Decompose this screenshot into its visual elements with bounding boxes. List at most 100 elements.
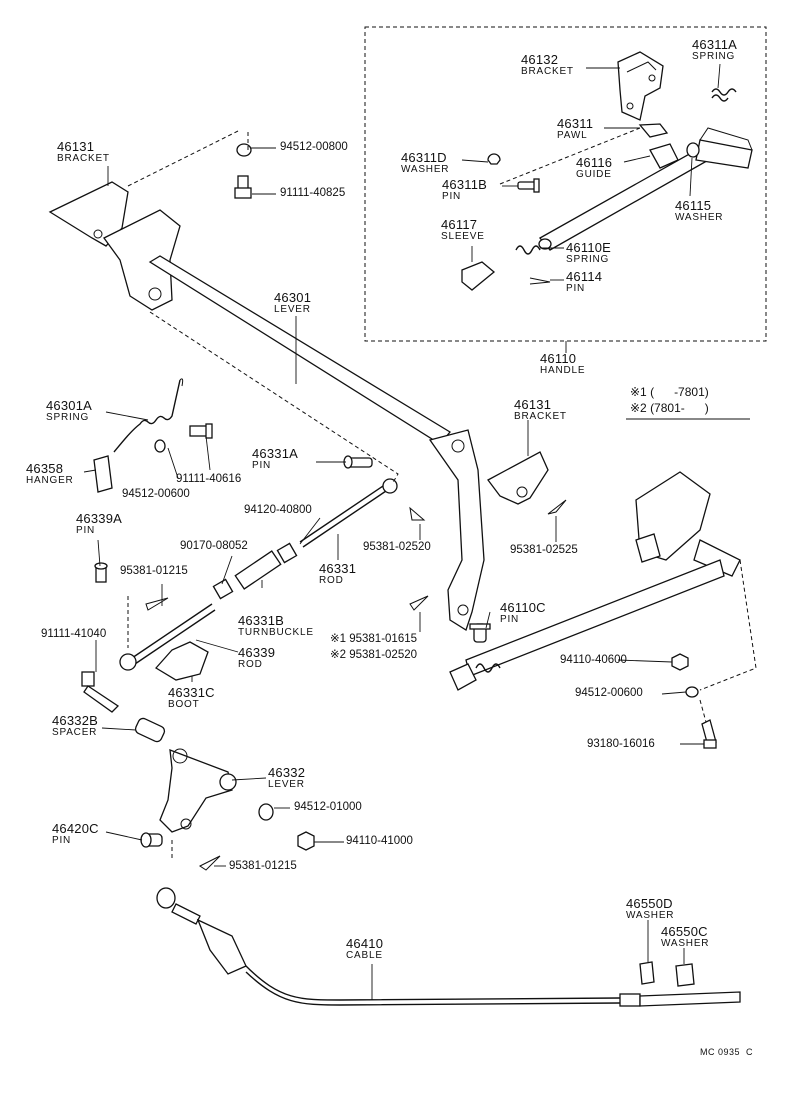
ref-94512-00800: 94512-00800 — [280, 141, 348, 153]
legend-note-2: ※2 (7801- ) — [630, 401, 709, 415]
ref-94110-40600: 94110-40600 — [560, 654, 627, 666]
ref-95381-01215-upper: 95381-01215 — [120, 565, 188, 577]
ref-94512-00600-right: 94512-00600 — [575, 687, 643, 699]
pin-46339a-shape — [94, 562, 108, 583]
ref-91111-40616: 91111-40616 — [176, 473, 242, 485]
label-46311a-spring: 46311A SPRING — [692, 37, 738, 62]
bracket-46132-shape — [617, 51, 664, 121]
label-46110c-pin: 46110C PIN — [500, 600, 546, 625]
label-46331b-turnbuckle: 46331B TURNBUCKLE — [238, 613, 314, 638]
sleeve-46117-shape — [461, 261, 496, 291]
bracket-46131-left-shape — [48, 181, 181, 311]
cotter-95381-01215-b-shape — [199, 855, 221, 871]
label-46420c-pin: 46420C PIN — [52, 821, 99, 846]
bracket-46131-right-hole — [516, 486, 528, 498]
label-46332b-spacer: 46332B SPACER — [52, 713, 99, 738]
pin-46420c-shape — [140, 832, 163, 848]
cotter-95381-02520-shape — [409, 506, 426, 521]
label-46131-bracket-upper: 46131 BRACKET — [57, 139, 110, 164]
guide-46116-shape — [649, 143, 679, 169]
label-46410-cable: 46410 CABLE — [346, 936, 384, 961]
pin-46311b-shape — [517, 178, 540, 193]
spring-46301a-shape — [113, 378, 184, 453]
ref-94512-00600-left: 94512-00600 — [122, 488, 190, 500]
washer-94512-00600-right-shape — [685, 686, 699, 698]
pin-46114-shape — [529, 277, 551, 285]
cable-46410-shape — [156, 887, 741, 1007]
lever-46332-shape — [159, 748, 237, 833]
pin-46331a-shape — [343, 455, 373, 469]
ref-95381-01215-lower: 95381-01215 — [229, 860, 297, 872]
label-46131-bracket-right: 46131 BRACKET — [514, 397, 567, 422]
cotter-95381-01615-shape — [409, 595, 429, 611]
nut-94110-41000-shape — [297, 831, 315, 851]
label-46311d-washer: 46311D WASHER — [401, 150, 450, 175]
turnbuckle-46331b-shape — [234, 550, 282, 590]
label-46550d-washer: 46550D WASHER — [626, 896, 675, 921]
label-46339a-pin: 46339A PIN — [76, 511, 123, 536]
nut-94120-40800-shape — [276, 542, 298, 564]
cotter-95381-01215-a-shape — [145, 597, 169, 611]
legend-note-1: ※1 ( -7801) — [630, 385, 709, 399]
lower-handle-assembly-shape — [449, 471, 741, 691]
hanger-46358-shape — [93, 455, 113, 493]
label-46332-lever: 46332 LEVER — [268, 765, 306, 790]
spring-46311a-shape — [711, 88, 737, 102]
ref-90170-08052: 90170-08052 — [180, 540, 248, 552]
label-46116-guide: 46116 GUIDE — [576, 155, 613, 180]
handle-46110-shape — [538, 127, 753, 251]
washer-94512-01000-shape — [258, 803, 274, 821]
washer-94512-00800-shape — [236, 143, 252, 157]
label-46117-sleeve: 46117 SLEEVE — [441, 217, 485, 242]
ref-95381-02520-note2: ※2 95381-02520 — [330, 649, 418, 661]
washer-46311d-shape — [487, 153, 501, 165]
nut-90170-08052-shape — [212, 578, 234, 600]
rod-46339-shape — [119, 603, 216, 671]
ref-94512-01000: 94512-01000 — [294, 801, 362, 813]
label-46301-lever: 46301 LEVER — [274, 290, 312, 315]
ref-95381-02525: 95381-02525 — [510, 544, 578, 556]
label-46331c-boot: 46331C BOOT — [168, 685, 215, 710]
label-46110-handle: 46110 HANDLE — [540, 351, 586, 376]
assembly-guides — [127, 127, 757, 860]
washer-94512-00600-shape — [154, 439, 166, 453]
pin-46110c-shape — [469, 623, 491, 643]
label-46550c-washer: 46550C WASHER — [661, 924, 710, 949]
lever-46301-shape — [148, 255, 451, 445]
label-46331-rod: 46331 ROD — [319, 561, 357, 586]
ref-93180-16016: 93180-16016 — [587, 738, 655, 750]
bolt-91111-40825-shape — [234, 175, 252, 199]
spring-46110e-shape — [515, 245, 541, 255]
label-46132-bracket: 46132 BRACKET — [521, 52, 574, 77]
pawl-46311-shape — [638, 123, 669, 138]
leader-lines — [83, 63, 721, 1000]
ref-94120-40800: 94120-40800 — [244, 504, 312, 516]
ref-91111-40825: 91111-40825 — [280, 187, 346, 199]
drawing-code: MC 0935 C — [700, 1047, 754, 1057]
bolt-93180-16016-shape — [701, 719, 717, 749]
bolt-91111-40616-shape — [189, 423, 213, 439]
ref-91111-41040: 91111-41040 — [41, 628, 107, 640]
label-46114-pin: 46114 PIN — [566, 269, 603, 294]
ref-95381-02520: 95381-02520 — [363, 541, 431, 553]
lever-46301-arm-shape — [428, 429, 485, 631]
label-46110e-spring: 46110E SPRING — [566, 240, 612, 265]
nut-94110-40600-shape — [671, 653, 689, 671]
bolt-91111-41040-shape — [81, 671, 120, 713]
ref-95381-01615-note1: ※1 95381-01615 — [330, 633, 418, 645]
label-46311b-pin: 46311B PIN — [442, 177, 488, 202]
label-46301a-spring: 46301A SPRING — [46, 398, 93, 423]
ref-94110-41000: 94110-41000 — [346, 835, 413, 847]
label-46339-rod: 46339 ROD — [238, 645, 276, 670]
label-46115-washer: 46115 WASHER — [675, 198, 724, 223]
label-46331a-pin: 46331A PIN — [252, 446, 299, 471]
washer-46115-shape — [686, 142, 700, 158]
washer-46550d-shape — [639, 961, 655, 985]
cotter-95381-02525-shape — [547, 499, 567, 515]
label-46358-hanger: 46358 HANGER — [26, 461, 74, 486]
washer-46550c-shape — [675, 963, 695, 987]
rod-46331-shape — [299, 478, 398, 548]
spacer-46332b-shape — [134, 717, 166, 743]
boot-46331c-shape — [154, 641, 209, 681]
